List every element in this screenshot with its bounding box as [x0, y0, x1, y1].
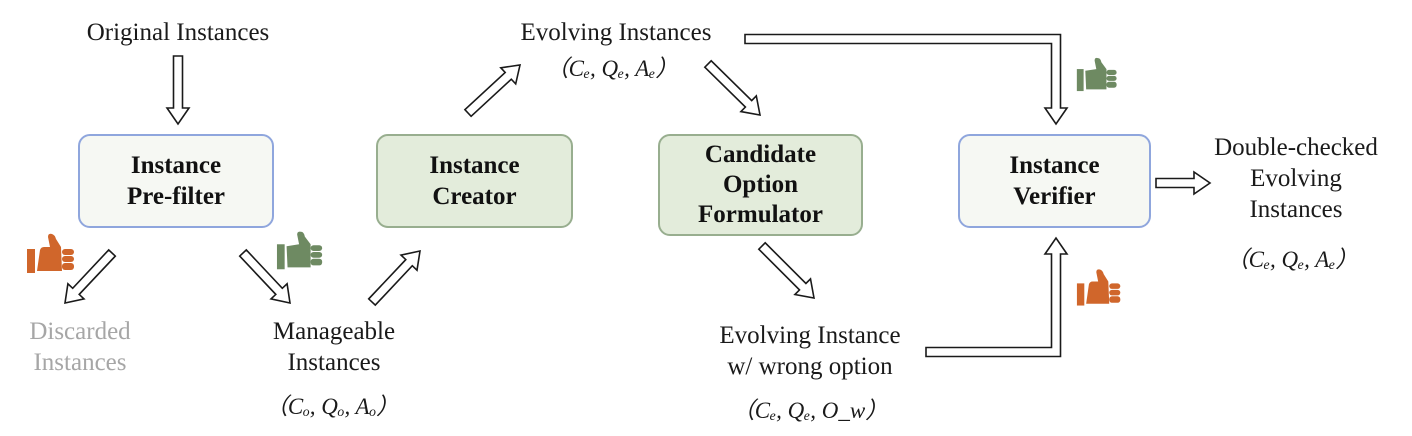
- instance-creator-box: Instance Creator: [376, 134, 573, 228]
- thumbs-up-icon-verifier: [1076, 57, 1117, 92]
- manageable-instances-tuple: （Cₒ, Qₒ, Aₒ）: [264, 394, 400, 419]
- arrow-prefilter-to-manageable: [238, 248, 291, 305]
- arrow-evolving-to-verifier: [744, 33, 1069, 126]
- arrow-creator-to-evolving: [463, 64, 522, 118]
- double-checked-instances-label: Double-checked Evolving Instances: [1214, 134, 1378, 223]
- double-checked-instances-tuple: （Cₑ, Qₑ, Aₑ）: [1225, 247, 1359, 272]
- thumbs-down-icon-verifier: [1076, 269, 1121, 306]
- wrong-option-instance-tuple: （Cₑ, Qₑ, O_w）: [731, 398, 889, 423]
- arrow-original-to-prefilter: [165, 55, 191, 126]
- arrow-wrong-option-to-verifier: [925, 236, 1069, 358]
- candidate-option-formulator-box: Candidate Option Formulator: [658, 134, 863, 236]
- wrong-option-instance-label: Evolving Instance w/ wrong option: [719, 322, 901, 380]
- thumbs-up-icon-prefilter: [276, 231, 323, 270]
- arrow-prefilter-to-discarded: [64, 248, 117, 305]
- discarded-instances-label: Discarded Instances: [29, 318, 131, 376]
- instance-verifier-box: Instance Verifier: [958, 134, 1151, 228]
- arrow-formulator-to-wrong-option: [757, 241, 815, 299]
- instance-prefilter-box: Instance Pre-filter: [78, 134, 274, 228]
- evolving-instances-label: Evolving Instances: [520, 19, 712, 46]
- original-instances-label: Original Instances: [86, 19, 270, 46]
- arrow-evolving-to-formulator: [703, 59, 762, 116]
- evolving-instances-tuple: （Cₑ, Qₑ, Aₑ）: [545, 56, 679, 81]
- arrow-verifier-to-output: [1155, 170, 1212, 196]
- manageable-instances-label: Manageable Instances: [272, 318, 396, 376]
- thumbs-down-icon: [27, 233, 74, 273]
- arrow-manageable-to-creator: [367, 249, 421, 307]
